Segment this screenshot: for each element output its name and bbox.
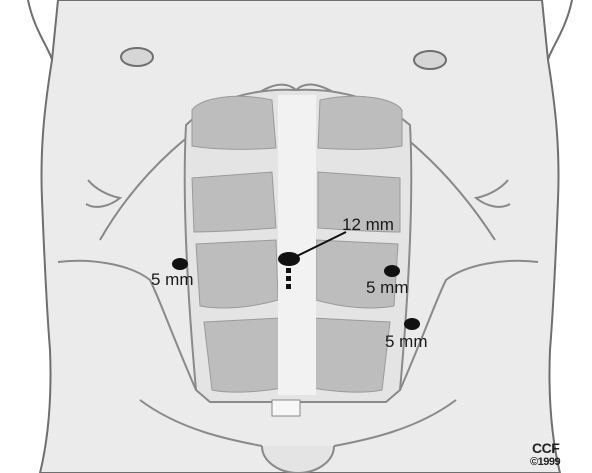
port-umbilical-dash-2 xyxy=(286,276,291,281)
port-right-upper-5mm xyxy=(384,265,400,277)
right-upper-port-label: 5 mm xyxy=(366,279,409,296)
chest-contour-left xyxy=(28,0,52,60)
linea-alba xyxy=(278,95,316,395)
credit-org: CCF xyxy=(532,440,559,456)
credit-year: ©1999 xyxy=(530,456,560,468)
umbilical-port-label: 12 mm xyxy=(342,216,394,233)
port-umbilical-12mm xyxy=(278,252,300,266)
pubic-symphysis xyxy=(272,400,300,416)
chest-contour-right xyxy=(548,0,572,60)
port-umbilical-dash-3 xyxy=(286,284,291,289)
nipple-right xyxy=(414,51,446,69)
port-umbilical-dash-1 xyxy=(286,268,291,273)
right-lower-port-label: 5 mm xyxy=(385,333,428,350)
nipple-left xyxy=(121,48,153,66)
port-right-lower-5mm xyxy=(404,318,420,330)
port-left-5mm xyxy=(172,258,188,270)
left-port-label: 5 mm xyxy=(151,271,194,288)
